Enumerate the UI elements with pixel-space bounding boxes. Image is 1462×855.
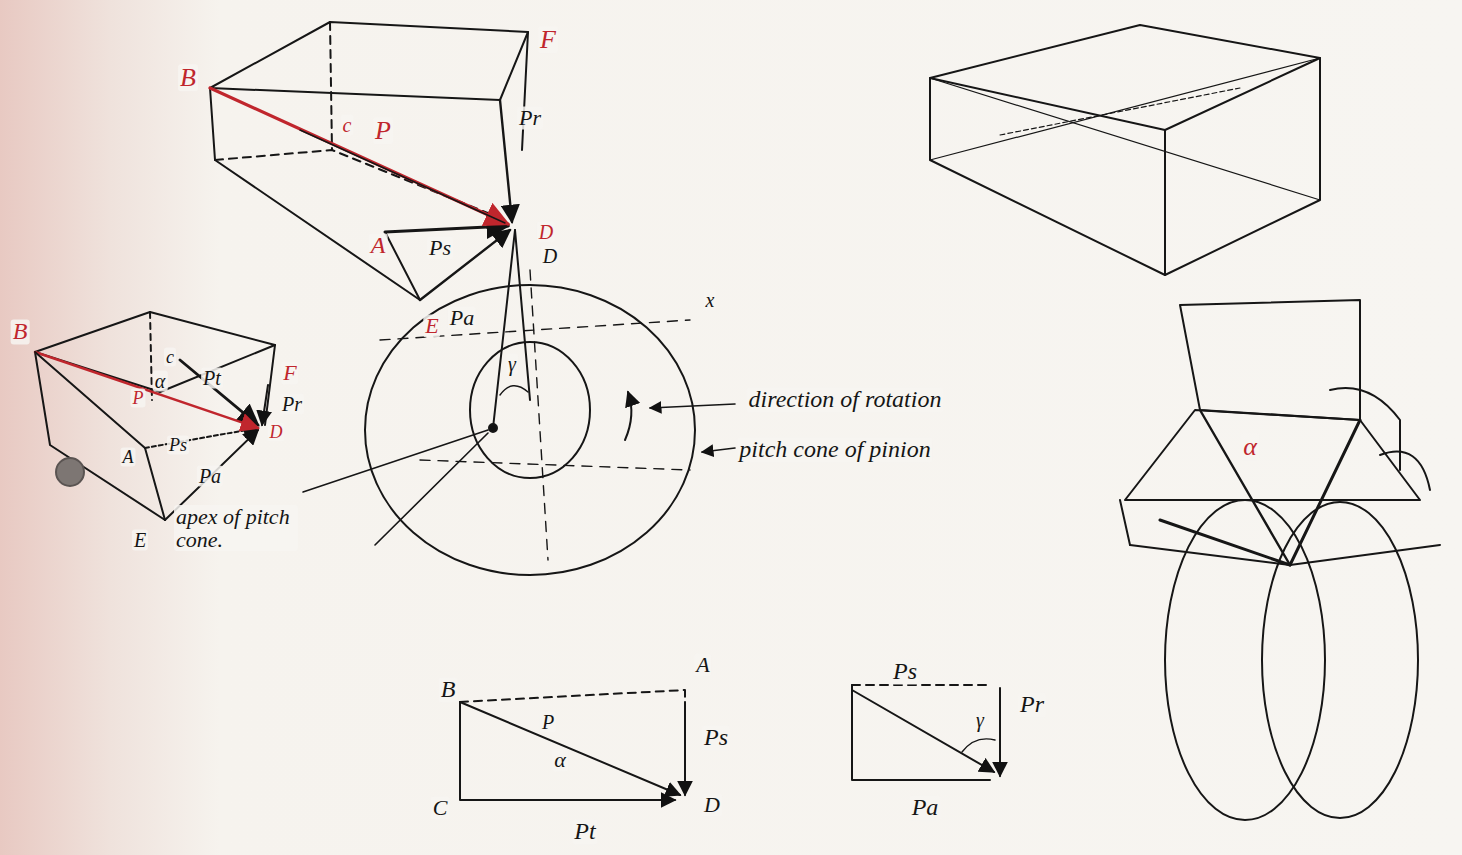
label-text: C [431, 796, 450, 819]
force-triangle-axial [852, 685, 1000, 780]
label-text: P [540, 712, 556, 733]
label-text: A [369, 233, 388, 258]
label-text: A [694, 653, 711, 676]
label-text: pitch cone of pinion [737, 437, 932, 462]
label-text: Ps [427, 236, 453, 259]
label-text: D [541, 246, 559, 267]
label-text: x [704, 290, 717, 311]
label-text: Ps [702, 725, 730, 750]
label-text: D [268, 423, 285, 442]
label-text: Pa [448, 306, 476, 329]
label-text: A [121, 448, 136, 467]
label-text: Pt [572, 819, 597, 844]
label-text: direction of rotation [747, 387, 944, 412]
label-text: Ps [167, 436, 189, 455]
label-text: B [439, 677, 458, 702]
label-text: B [178, 64, 198, 91]
label-text: E [132, 530, 148, 551]
pinion-pitch-cone [303, 230, 735, 575]
box-with-plane [930, 25, 1320, 275]
label-text: c [341, 115, 354, 136]
label-text: F [538, 26, 558, 53]
force-box-left [35, 312, 275, 520]
label-text: D [702, 793, 722, 816]
label-text: γ [974, 710, 986, 731]
label-text: c [164, 348, 176, 367]
force-triangle-tangential [460, 690, 685, 800]
label-text: Pr [1018, 692, 1046, 717]
label-text: D [537, 222, 555, 243]
label-text: apex of pitch cone. [174, 505, 298, 551]
label-text: F [281, 361, 298, 384]
label-text: Pa [910, 795, 941, 820]
label-text: α [552, 748, 568, 771]
label-text: Pa [197, 466, 223, 487]
label-text: P [131, 389, 146, 408]
label-text: Ps [891, 659, 919, 684]
label-text: Pt [201, 368, 223, 389]
label-text: γ [506, 354, 518, 375]
label-text: B [11, 319, 30, 344]
label-text: Pr [517, 106, 543, 129]
label-text: α [153, 371, 168, 392]
label-text: Pr [280, 394, 304, 415]
label-text: P [373, 117, 393, 144]
bevel-gear-pair [1120, 300, 1440, 820]
label-text: α [1241, 433, 1259, 460]
force-box-top [210, 22, 528, 300]
label-text: E [423, 314, 440, 337]
